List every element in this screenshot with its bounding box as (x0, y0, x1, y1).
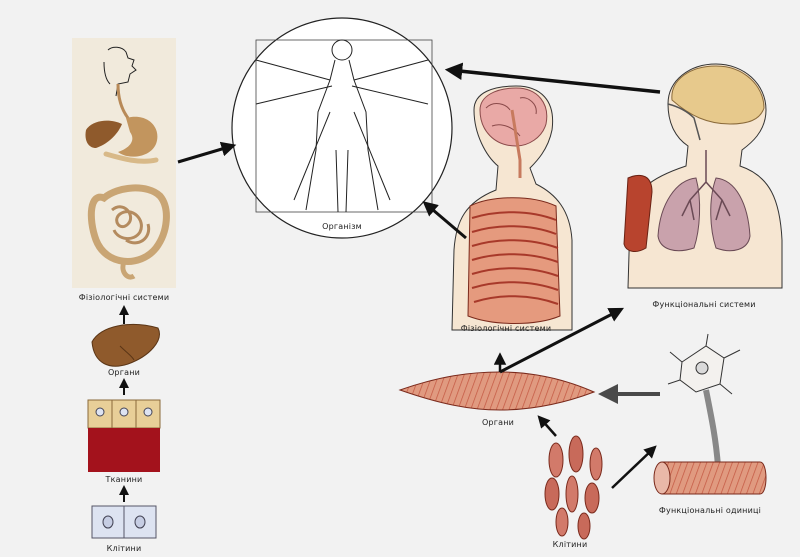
muscle-organ (398, 371, 596, 411)
arrow-physio-to-organism (177, 141, 237, 164)
label-tissues: Тканини (105, 475, 143, 484)
torso-figure (451, 85, 573, 331)
label-cells-center: Клітини (552, 540, 588, 549)
organism-figure (231, 17, 453, 239)
functional-unit-figure (653, 333, 767, 495)
liver-organ (91, 324, 160, 367)
cells-left (91, 505, 157, 539)
arrow-cells-to-units (611, 445, 657, 489)
label-functional-units: Функціональні одиниці (658, 506, 762, 515)
arrow-muscle-to-functional (499, 307, 624, 374)
label-functional-systems: Функціональні системи (652, 300, 756, 309)
tissue-block (87, 399, 161, 472)
label-physio-systems-center: Фізіологічні системи (460, 324, 552, 333)
functional-systems-figure (623, 63, 783, 289)
label-organs-center: Органи (481, 418, 515, 427)
label-organs-left: Органи (107, 368, 141, 377)
arrow-torso-to-organism (422, 201, 467, 240)
cells-cluster (544, 435, 603, 540)
arrow-functional-to-organism (444, 62, 661, 94)
arrow-cells-to-muscle (537, 415, 557, 437)
label-organism: Організм (322, 222, 362, 231)
label-cells-left: Клітини (106, 544, 142, 553)
physiological-systems-panel (72, 38, 176, 288)
label-physio-systems-left: Фізіологічні системи (78, 293, 170, 302)
